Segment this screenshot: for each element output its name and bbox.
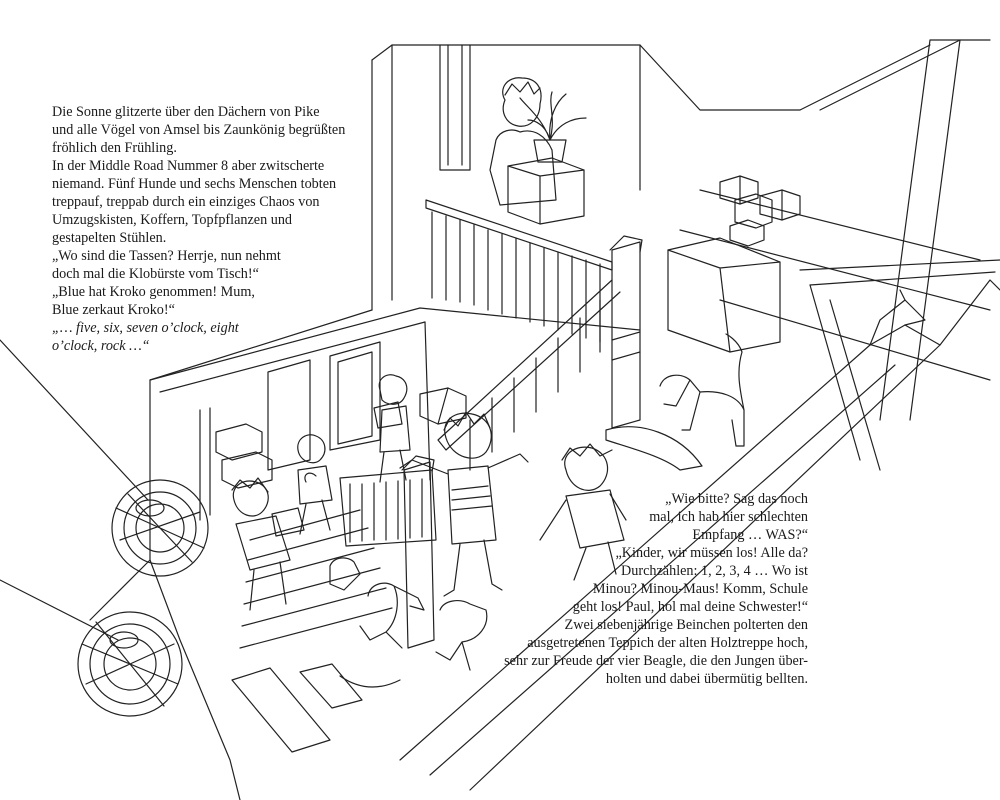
text-line: „Wie bitte? Sag das noch bbox=[665, 491, 808, 507]
lamp-upper bbox=[0, 339, 209, 577]
text-line: fröhlich den Frühling. bbox=[52, 140, 177, 156]
upper-hall-walls bbox=[371, 39, 1000, 471]
child-with-flower bbox=[297, 434, 333, 535]
boy-waving bbox=[399, 411, 529, 649]
lower-stairs bbox=[239, 469, 437, 649]
text-line: holten und dabei übermütig bellten. bbox=[605, 671, 808, 687]
text-line: „Wo sind die Tassen? Herrje, nun nehmt bbox=[52, 248, 281, 264]
text-line: geht los! Paul, hol mal deine Schwester!… bbox=[572, 599, 808, 615]
lamp-lower bbox=[0, 579, 183, 717]
girl-carrying-box bbox=[231, 477, 305, 611]
story-text-left: Die Sonne glitzerte über den Dächern von… bbox=[52, 103, 345, 355]
text-line: doch mal die Klobürste vom Tisch!“ bbox=[52, 266, 259, 282]
text-line: niemand. Fünf Hunde und sechs Menschen t… bbox=[52, 176, 337, 192]
foreground-banister bbox=[399, 39, 1000, 791]
stair-handrail bbox=[149, 279, 641, 521]
text-line: und alle Vögel von Amsel bis Zaunkönig b… bbox=[52, 122, 346, 138]
beagle-stairs-3 bbox=[329, 557, 361, 591]
text-line: Minou? Minou-Maus! Komm, Schule bbox=[592, 581, 808, 597]
text-line: Die Sonne glitzerte über den Dächern von… bbox=[52, 104, 320, 120]
text-line: „Blue hat Kroko genommen! Mum, bbox=[52, 284, 255, 300]
left-wall bbox=[89, 309, 373, 800]
text-line: In der Middle Road Nummer 8 aber zwitsch… bbox=[52, 158, 325, 174]
text-line: Zwei siebenjährige Beinchen polterten de… bbox=[564, 617, 808, 633]
text-line: sehr zur Freude der vier Beagle, die den… bbox=[504, 653, 808, 669]
text-line: Blue zerkaut Kroko!“ bbox=[52, 302, 175, 318]
moving-boxes bbox=[667, 175, 801, 353]
text-line-italic: o’clock, rock …“ bbox=[52, 338, 150, 354]
text-line: ausgetretenen Teppich der alten Holztrep… bbox=[527, 635, 808, 651]
landing-boxes bbox=[215, 387, 467, 489]
text-line: mal, ich hab hier schlechten bbox=[649, 509, 808, 525]
beagle-stairs-2 bbox=[339, 600, 488, 688]
beagle-upper bbox=[605, 333, 745, 471]
child-with-box bbox=[373, 374, 411, 483]
story-text-right: „Wie bitte? Sag das noch mal, ich hab hi… bbox=[504, 490, 808, 688]
upper-banister bbox=[425, 199, 643, 429]
text-line: treppauf, treppab durch ein einziges Cha… bbox=[52, 194, 320, 210]
text-line: gestapelten Stühlen. bbox=[52, 230, 167, 246]
person-carrying-plant bbox=[489, 77, 587, 225]
beagle-stairs-1 bbox=[359, 582, 425, 649]
text-line-italic: „… five, six, seven o’clock, eight bbox=[52, 320, 239, 336]
text-line: Umzugskisten, Koffern, Topfpflanzen und bbox=[52, 212, 293, 228]
boy-on-landing bbox=[539, 443, 627, 581]
text-line: Durchzählen: 1, 2, 3, 4 … Wo ist bbox=[621, 563, 808, 579]
text-line: „Kinder, wir müssen los! Alle da? bbox=[615, 545, 809, 561]
text-line: Empfang … WAS?“ bbox=[692, 527, 808, 543]
suitcase bbox=[231, 663, 363, 753]
